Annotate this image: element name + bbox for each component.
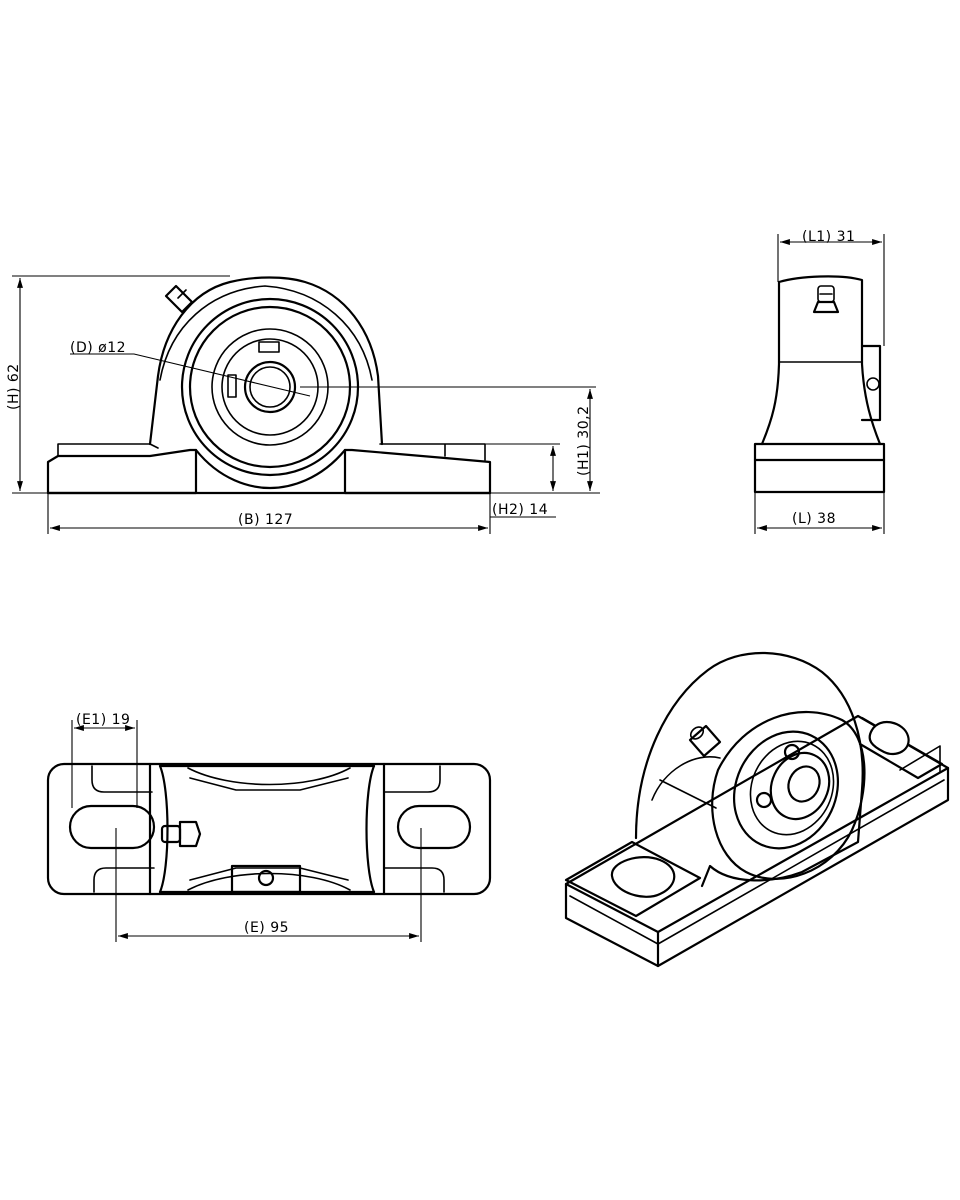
front-dimensions xyxy=(12,275,600,534)
dim-e-label: (E) 95 xyxy=(244,920,289,936)
dim-l1-label: (L1) 31 xyxy=(802,229,855,245)
dim-e1-label: (E1) 19 xyxy=(76,712,130,728)
isometric-view xyxy=(564,651,950,968)
dim-l-label: (L) 38 xyxy=(792,511,836,527)
side-view xyxy=(753,275,886,494)
side-dimensions xyxy=(754,234,885,534)
dim-h-label: (H) 62 xyxy=(6,363,22,410)
front-view xyxy=(46,276,596,495)
top-dimensions xyxy=(71,720,422,942)
top-view xyxy=(46,762,492,896)
dim-d-label: (D) ø12 xyxy=(70,340,126,356)
dim-h2-label: (H2) 14 xyxy=(492,502,548,518)
dim-b-label: (B) 127 xyxy=(238,512,293,528)
dim-h1-label: (H1) 30,2 xyxy=(576,406,592,476)
